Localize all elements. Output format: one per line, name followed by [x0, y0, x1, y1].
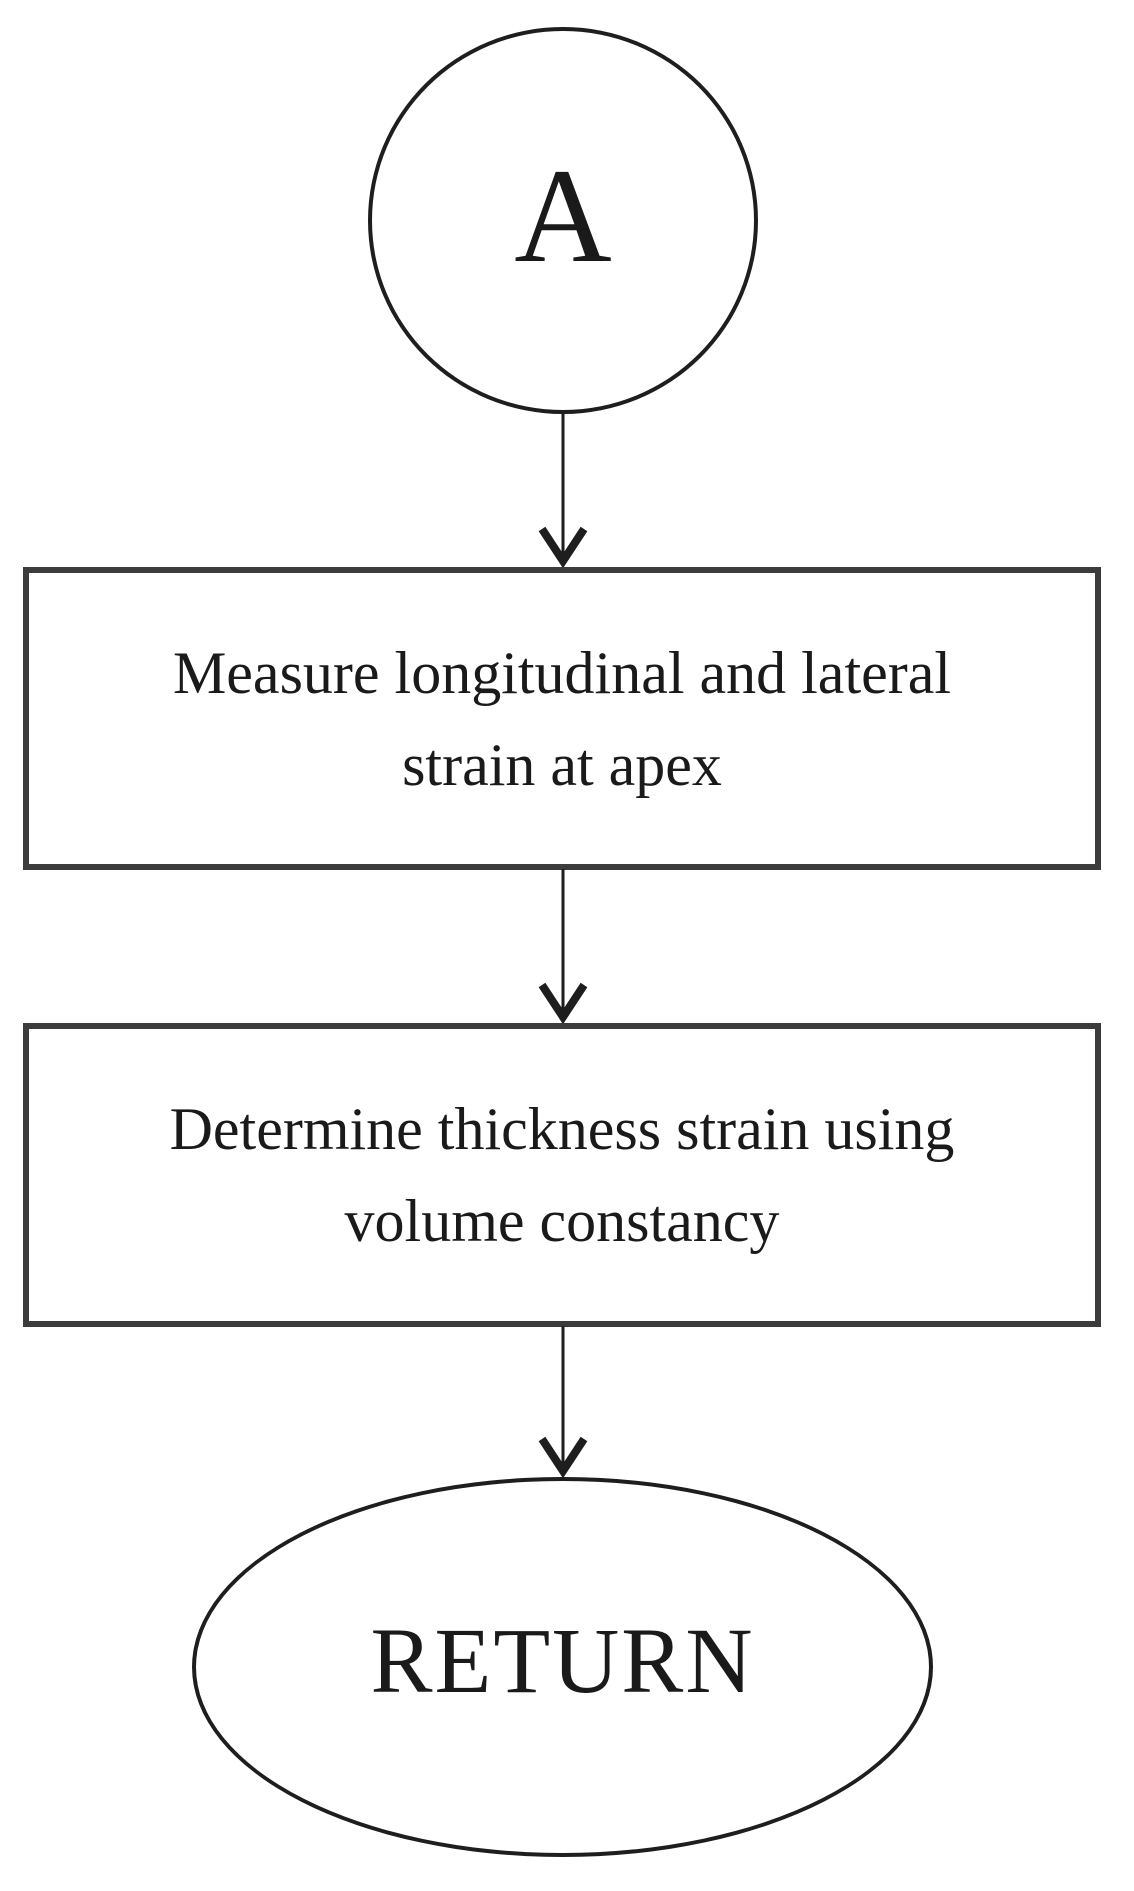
node-connector-a: A	[368, 27, 758, 414]
arrow-down-icon-a-to-measure	[538, 413, 588, 567]
node-thickness-strain: Determine thickness strain using volume …	[23, 1023, 1101, 1327]
node-measure-strain-line1: Measure longitudinal and lateral	[172, 639, 952, 706]
node-return-label: RETURN	[370, 1609, 755, 1713]
node-thickness-strain-line2: volume constancy	[344, 1188, 780, 1254]
node-measure-strain-line2: strain at apex	[402, 731, 722, 798]
node-connector-a-label: A	[514, 142, 612, 291]
node-thickness-strain-line1: Determine thickness strain using	[169, 1096, 955, 1162]
node-measure-strain: Measure longitudinal and lateral strain …	[23, 567, 1101, 870]
arrow-down-icon-thickness-to-return	[538, 1326, 588, 1477]
node-return: RETURN	[192, 1477, 933, 1857]
arrow-down-icon-measure-to-thickness	[538, 869, 588, 1023]
